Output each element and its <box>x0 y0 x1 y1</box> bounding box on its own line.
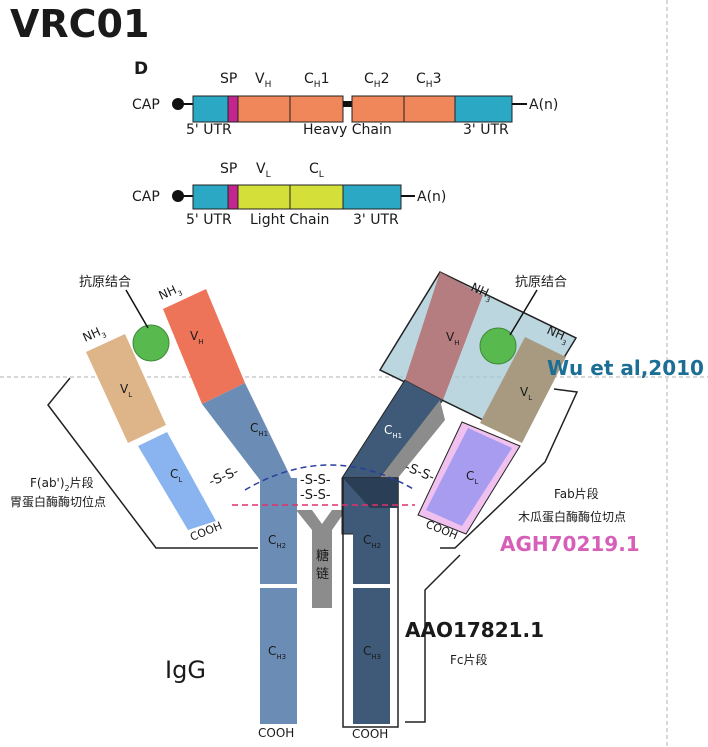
left-vl-nh3-label: NH3 <box>81 323 108 348</box>
right-vl-domain <box>480 337 566 443</box>
sp-label: SP <box>220 71 237 87</box>
vl-label: VL <box>256 161 271 180</box>
utr5-label: 5' UTR <box>186 122 232 138</box>
utr5-segment <box>192 184 229 210</box>
left-ch1-label: CH1 <box>250 421 268 438</box>
pepsin-site-label: 胃蛋白酶酶切位点 <box>10 494 106 509</box>
right-vl-nh3-label: NH3 <box>544 323 571 348</box>
light-chain-construct: CAP A(n) SP VL CL 5' UTR Light Chain 3' … <box>132 161 446 228</box>
panel-label: D <box>134 59 148 79</box>
sugar-chain <box>296 510 346 608</box>
sugar-label-top: 糖 <box>316 548 329 564</box>
utr5-segment <box>192 95 229 123</box>
sugar-label-bottom: 链 <box>316 567 329 582</box>
vh-label: VH <box>255 71 271 90</box>
polya-label: A(n) <box>417 189 446 205</box>
utr3-label: 3' UTR <box>463 122 509 138</box>
left-vh-label: VH <box>190 329 203 346</box>
right-stem-cooh-label: COOH <box>352 727 388 741</box>
utr3-segment <box>454 95 513 123</box>
fc-label: Fc片段 <box>450 652 488 667</box>
ch3-label: CH3 <box>416 71 441 90</box>
left-cl-domain <box>138 432 216 530</box>
left-ch2-domain <box>260 478 297 584</box>
cap-label: CAP <box>132 97 160 113</box>
light-chain-label: Light Chain <box>250 212 329 228</box>
hinge-disulfide-label-2: -S-S- <box>300 488 331 503</box>
utr3-label: 3' UTR <box>353 212 399 228</box>
papain-site-label: 木瓜蛋白酶酶位切点 <box>518 509 626 524</box>
left-ch3-label: CH3 <box>268 644 286 661</box>
right-disulfide-label: -S-S- <box>403 460 437 485</box>
right-ch3-domain <box>353 588 390 724</box>
agh70219-annotation: AGH70219.1 <box>500 532 640 556</box>
left-cl-label: CL <box>170 467 182 484</box>
hinge-disulfide-label-1: -S-S- <box>300 473 331 488</box>
pepsin-cut-arc <box>244 464 416 491</box>
aao17821-annotation: AAO17821.1 <box>405 618 544 642</box>
left-ch3-domain <box>260 588 297 724</box>
ch1-segment <box>289 95 344 123</box>
fab-bracket <box>440 388 579 549</box>
sp-segment <box>227 184 239 210</box>
sp-label: SP <box>220 161 237 177</box>
vh-segment <box>237 95 291 123</box>
left-vh-nh3-label: NH3 <box>157 281 184 306</box>
wu-2010-annotation: Wu et al,2010 <box>547 356 704 380</box>
left-antigen-pointer <box>125 289 149 329</box>
sp-segment <box>227 95 239 123</box>
utr5-label: 5' UTR <box>186 212 232 228</box>
ch3-segment <box>403 95 456 123</box>
fab2-label: F(ab')2片段 <box>30 475 94 493</box>
vl-segment <box>237 184 291 210</box>
fab2-bracket <box>47 377 258 549</box>
ch1-label: CH1 <box>304 71 329 90</box>
right-antigen-pointer <box>509 289 538 336</box>
cl-label: CL <box>309 161 324 180</box>
right-ch3-label: CH3 <box>363 644 381 661</box>
right-vh-nh3-label: NH3 <box>468 280 495 305</box>
left-ch2-label: CH2 <box>268 533 286 550</box>
hinge-triangle <box>343 478 398 508</box>
right-cl-domain <box>426 428 512 526</box>
right-ch1-edge <box>378 400 445 500</box>
right-ch2-label: CH2 <box>363 533 381 550</box>
fab-label: Fab片段 <box>554 486 599 501</box>
left-vl-domain <box>86 334 166 443</box>
left-disulfide-label: -S-S- <box>207 464 241 489</box>
left-vh-domain <box>163 289 245 404</box>
igg-label: IgG <box>165 656 206 684</box>
cap-label: CAP <box>132 189 160 205</box>
igg-antibody: VH VL CL CH1 CH2 CH3 VH VL CL CH1 CH2 CH… <box>10 271 626 741</box>
right-vh-domain <box>405 272 483 400</box>
right-vh-label: VH <box>446 330 459 347</box>
left-stem-cooh-label: COOH <box>258 726 294 740</box>
right-antigen-circle <box>479 327 517 365</box>
left-antigen-circle <box>132 324 170 362</box>
utr3-segment <box>342 184 402 210</box>
right-ch1-label: CH1 <box>384 423 402 440</box>
left-antigen-binding-label: 抗原结合 <box>79 275 131 290</box>
page-title: VRC01 <box>10 2 149 46</box>
left-vl-label: VL <box>120 382 132 399</box>
ch2-segment <box>351 95 405 123</box>
cl-segment <box>289 184 344 210</box>
right-antigen-binding-label: 抗原结合 <box>515 275 567 290</box>
ch2-label: CH2 <box>364 71 389 90</box>
right-cl-label: CL <box>466 469 478 486</box>
fc-bracket <box>405 554 461 723</box>
right-vl-label: VL <box>520 385 532 402</box>
polya-label: A(n) <box>529 97 558 113</box>
heavy-chain-construct: CAP A(n) SP VH CH1 CH2 CH3 5' UTR Heavy … <box>132 71 558 138</box>
heavy-chain-label: Heavy Chain <box>303 122 392 138</box>
